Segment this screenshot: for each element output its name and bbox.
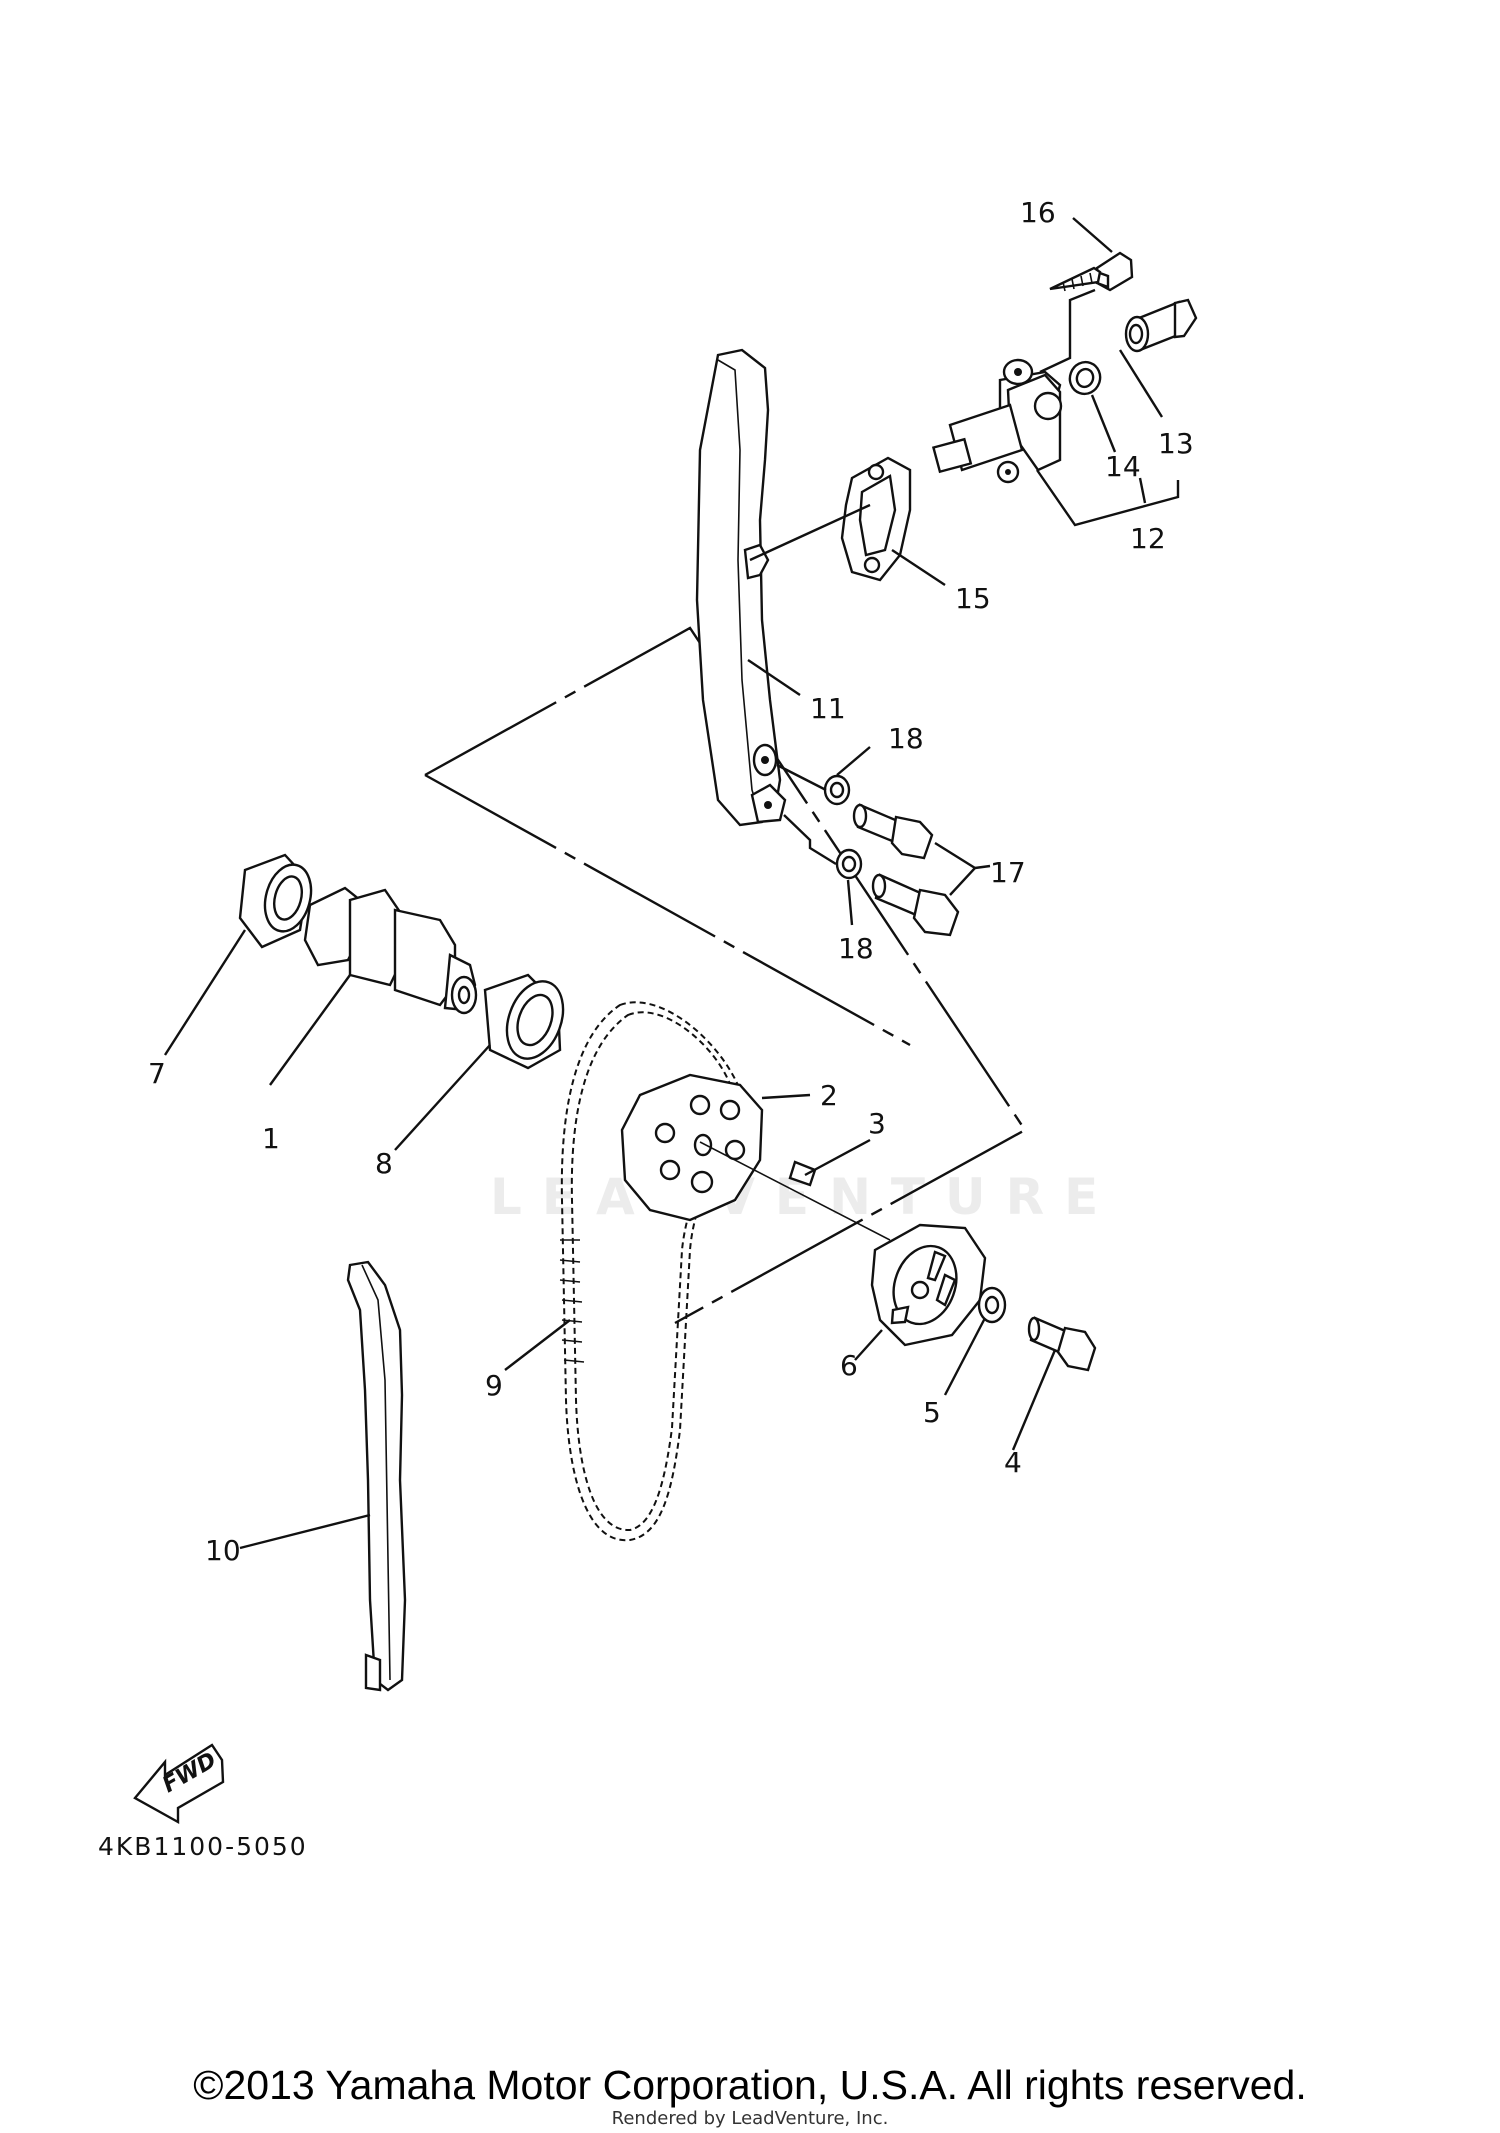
part-label-8: 8 (375, 1147, 393, 1180)
bolt-17-upper (852, 803, 934, 860)
part-label-6: 6 (840, 1349, 858, 1382)
cam-sprocket-2 (620, 1073, 764, 1222)
part-label-18-lower: 18 (838, 932, 874, 965)
part-label-14: 14 (1105, 450, 1141, 483)
part-label-9: 9 (485, 1369, 503, 1402)
bolt-17-lower (871, 873, 960, 937)
rendered-by-note: Rendered by LeadVenture, Inc. (611, 2108, 889, 2129)
part-label-1: 1 (262, 1122, 280, 1155)
decompressor-plate-6 (870, 1223, 987, 1347)
forward-arrow-icon: FWD (133, 1743, 225, 1825)
bearing-7 (238, 853, 313, 949)
camshaft-1 (303, 886, 478, 1015)
leader-lines (163, 217, 1180, 1550)
part-label-15: 15 (955, 582, 991, 615)
washer-18-upper (823, 774, 851, 806)
part-label-10: 10 (205, 1534, 241, 1567)
assembly-outline-left (424, 773, 911, 1047)
chain-guide-11 (695, 348, 787, 827)
part-label-3: 3 (868, 1107, 886, 1140)
part-label-2: 2 (820, 1079, 838, 1112)
washer-5 (977, 1286, 1007, 1324)
dowel-pin-3 (788, 1160, 817, 1187)
bearing-8 (483, 973, 565, 1070)
part-label-17: 17 (990, 856, 1026, 889)
part-label-5: 5 (923, 1396, 941, 1429)
part-label-18-upper: 18 (888, 722, 924, 755)
diagram-code: 4KB1100-5050 (98, 1832, 308, 1861)
part-label-7: 7 (148, 1057, 166, 1090)
bolt-16 (1049, 251, 1134, 292)
washer-14 (1068, 360, 1102, 396)
gasket-15 (840, 456, 912, 582)
part-label-4: 4 (1004, 1446, 1022, 1479)
washer-18-lower (835, 848, 863, 880)
part-label-12: 12 (1130, 522, 1166, 555)
part-label-11: 11 (810, 692, 846, 725)
bolt-4 (1027, 1316, 1097, 1372)
plug-bolt-13 (1124, 298, 1198, 353)
assembly-outline (424, 626, 1027, 1325)
part-label-16: 16 (1020, 196, 1056, 229)
copyright-notice: ©2013 Yamaha Motor Corporation, U.S.A. A… (193, 2062, 1307, 2108)
chain-guide-10 (346, 1260, 407, 1692)
tensioner-12 (931, 358, 1063, 484)
part-label-13: 13 (1158, 427, 1194, 460)
